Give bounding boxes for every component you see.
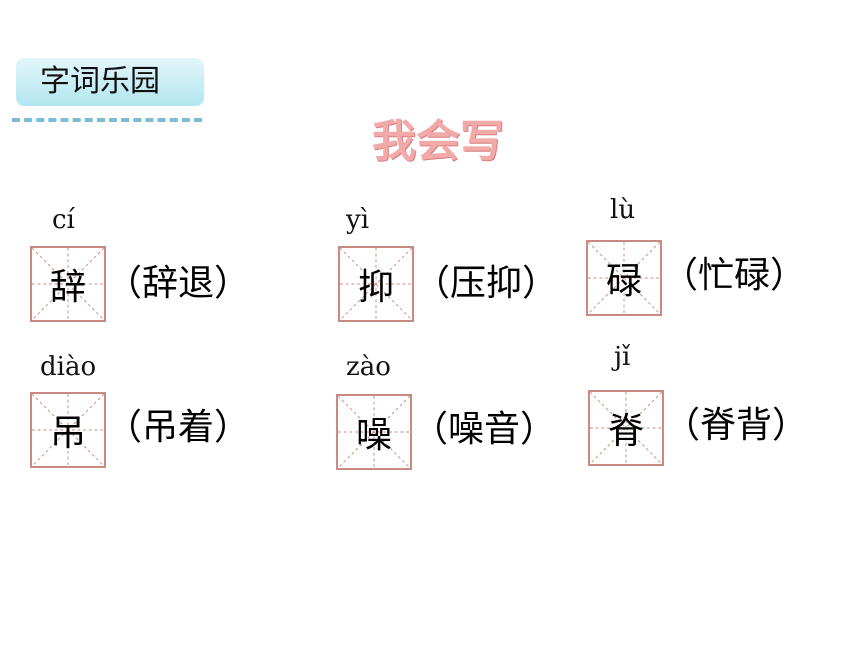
dashed-divider (12, 118, 202, 122)
character: 辞 (49, 267, 86, 308)
character: 碌 (605, 261, 642, 302)
character: 脊 (607, 411, 644, 452)
example-word: （吊着） (106, 407, 251, 448)
tianzige-grid: 碌 (586, 240, 662, 316)
grid-guides (32, 248, 104, 320)
grid-guides (338, 396, 410, 468)
tianzige-grid: 抑 (338, 246, 414, 322)
character: 噪 (355, 415, 392, 456)
section-tag-label: 字词乐园 (40, 64, 160, 99)
example-word: （压抑） (414, 263, 559, 304)
character: 吊 (49, 413, 86, 454)
grid-guides (32, 394, 104, 466)
page-title: 我会写 (372, 116, 504, 167)
tianzige-grid: 噪 (336, 394, 412, 470)
example-word: （辞退） (106, 263, 251, 304)
pinyin-label: lù (610, 195, 636, 225)
tianzige-grid: 吊 (30, 392, 106, 468)
example-word: （忙碌） (662, 255, 807, 296)
section-tag (16, 58, 204, 106)
pinyin-label: jǐ (614, 342, 631, 372)
grid-guides (340, 248, 412, 320)
grid-guides (590, 392, 662, 464)
tianzige-grid: 辞 (30, 246, 106, 322)
example-word: （噪音） (412, 409, 557, 450)
example-word: （脊背） (664, 405, 809, 446)
character: 抑 (357, 267, 394, 308)
pinyin-label: zào (346, 352, 391, 382)
pinyin-label: cí (52, 205, 75, 235)
pinyin-label: yì (346, 205, 370, 235)
pinyin-label: diào (40, 352, 97, 382)
grid-guides (588, 242, 660, 314)
tianzige-grid: 脊 (588, 390, 664, 466)
